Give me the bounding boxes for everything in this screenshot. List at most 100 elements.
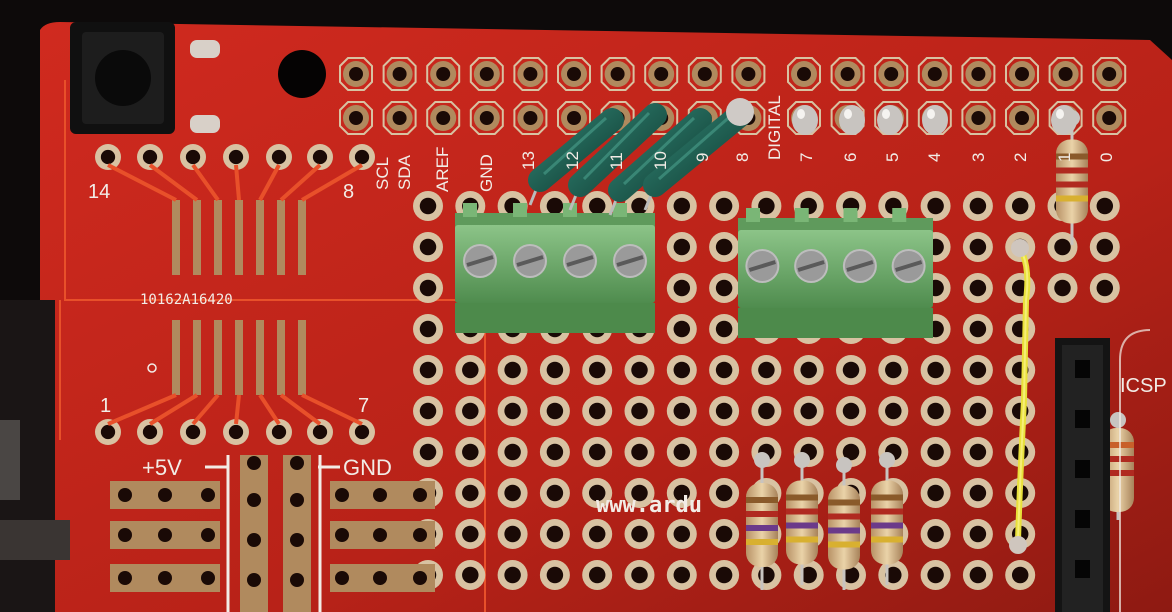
perf-hole <box>539 355 570 385</box>
perf-hole <box>1089 232 1120 262</box>
perf-hole <box>666 191 697 221</box>
label-9: 9 <box>693 153 712 162</box>
perf-hole <box>1089 191 1120 221</box>
perf-hole <box>920 560 951 590</box>
header-pad <box>1092 57 1127 91</box>
perf-hole <box>1005 191 1036 221</box>
label-8: 8 <box>733 153 752 162</box>
reset-push-button[interactable] <box>70 22 220 134</box>
perf-hole <box>497 478 528 508</box>
perf-hole <box>497 560 528 590</box>
header-pad <box>731 57 766 91</box>
perf-hole <box>582 355 613 385</box>
capacitor <box>643 103 752 197</box>
label-11: 11 <box>607 152 626 170</box>
perf-hole <box>413 355 443 385</box>
perf-hole <box>751 396 782 426</box>
perf-hole <box>624 519 655 549</box>
perf-hole <box>413 437 443 467</box>
perf-hole <box>962 437 993 467</box>
perf-hole <box>962 560 993 590</box>
icsp-outline <box>1119 329 1151 612</box>
soic-bottom-hole <box>223 419 249 445</box>
header-pad <box>600 57 635 91</box>
perf-hole <box>1047 232 1078 262</box>
header-pad <box>557 57 591 91</box>
label-12: 12 <box>563 151 582 170</box>
soic-bottom-hole <box>95 419 121 445</box>
perf-hole <box>962 478 993 508</box>
label-6: 6 <box>841 153 860 162</box>
perf-hole <box>793 355 824 385</box>
header-pad <box>339 57 373 91</box>
header-pad <box>426 101 461 135</box>
header-pad <box>1048 57 1083 91</box>
soic-top-hole <box>137 144 163 170</box>
label-scl: SCL <box>373 157 392 190</box>
header-pad <box>874 57 909 91</box>
perf-hole <box>920 396 951 426</box>
perf-hole <box>878 396 909 426</box>
header-pad <box>961 57 996 91</box>
perf-hole <box>539 560 570 590</box>
label-2: 2 <box>1011 153 1030 162</box>
perf-hole <box>666 560 697 590</box>
perf-hole <box>455 396 486 426</box>
header-pad <box>469 57 504 91</box>
label-1: 1 <box>1055 153 1074 162</box>
solder-joint <box>922 105 948 135</box>
label-5: 5 <box>883 153 902 162</box>
perf-hole <box>962 273 993 303</box>
perf-hole <box>920 437 951 467</box>
perf-hole <box>413 191 443 221</box>
perf-hole <box>962 519 993 549</box>
perf-hole <box>962 355 993 385</box>
header-pad <box>382 57 417 91</box>
perf-hole <box>666 314 697 344</box>
perf-hole <box>497 437 528 467</box>
perf-hole <box>1005 355 1036 385</box>
perf-hole <box>709 232 740 262</box>
header-pad <box>382 101 417 135</box>
label-gnd: GND <box>477 154 496 192</box>
solder-joint <box>792 105 818 135</box>
perf-hole <box>624 478 655 508</box>
header-pad <box>1092 101 1127 135</box>
soic-footprint <box>95 144 375 445</box>
resistor <box>1056 110 1088 245</box>
perf-hole <box>878 560 909 590</box>
header-pad <box>469 101 504 135</box>
soic-bottom-hole <box>180 419 206 445</box>
perf-hole <box>709 191 740 221</box>
soic-top-hole <box>95 144 121 170</box>
label-10: 10 <box>651 151 670 170</box>
perf-hole <box>962 396 993 426</box>
label-gnd-rail: GND <box>343 455 392 480</box>
ceramic-capacitors <box>528 98 754 216</box>
label-3: 3 <box>969 153 988 162</box>
perf-hole <box>920 191 951 221</box>
perf-hole <box>582 519 613 549</box>
resistor <box>871 452 903 585</box>
perf-hole <box>666 232 697 262</box>
resistor <box>828 457 860 590</box>
label-sda: SDA <box>395 154 414 190</box>
soic-bottom-hole <box>307 419 333 445</box>
perf-hole <box>539 437 570 467</box>
label-7: 7 <box>797 153 816 162</box>
perf-hole <box>962 232 993 262</box>
perf-hole <box>1089 273 1120 303</box>
soic-bottom-hole <box>137 419 163 445</box>
perf-hole <box>962 314 993 344</box>
soic-bottom-hole <box>266 419 292 445</box>
website-url-label: www.ardu <box>596 493 702 518</box>
label-aref: AREF <box>433 147 452 192</box>
perf-hole <box>709 273 740 303</box>
perf-hole <box>666 396 697 426</box>
label-pin-1: 1 <box>100 395 111 417</box>
perf-hole <box>1005 560 1036 590</box>
perf-hole <box>878 355 909 385</box>
terminal-block-left <box>455 203 655 333</box>
